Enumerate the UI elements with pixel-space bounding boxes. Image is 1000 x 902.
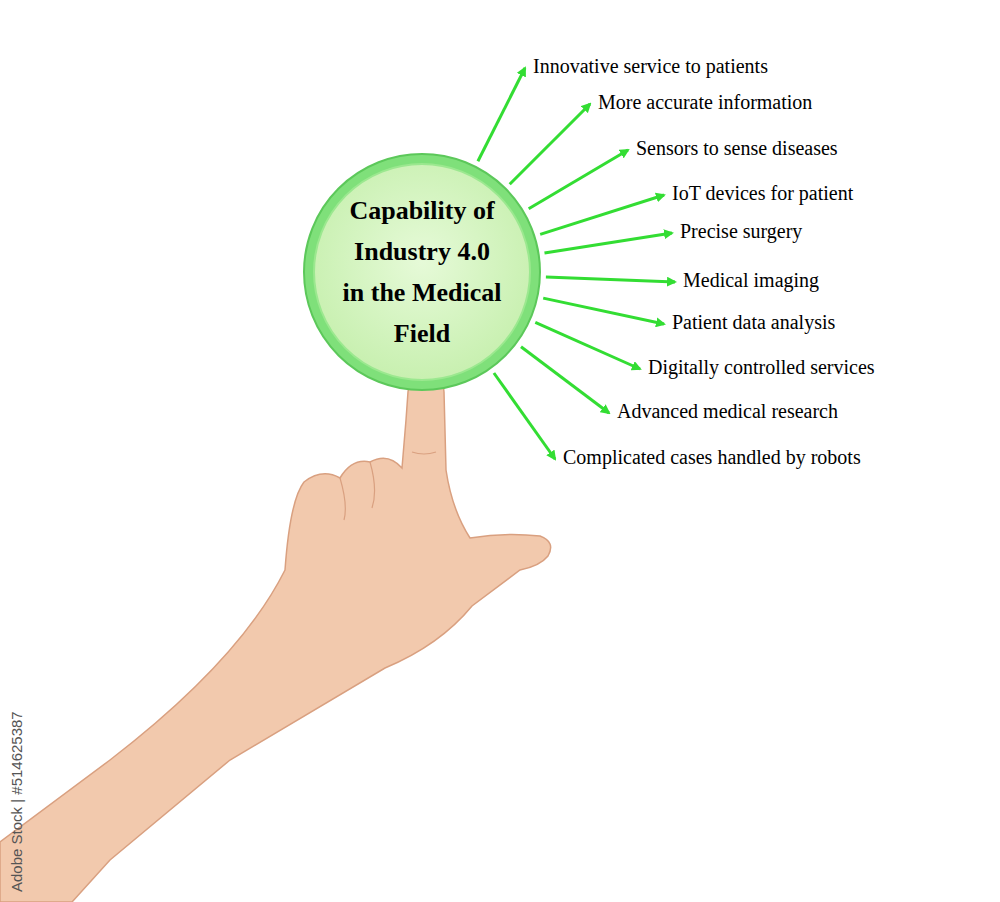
capability-item: Medical imaging <box>683 268 819 292</box>
green-arrow <box>529 150 628 209</box>
green-arrow <box>540 195 664 234</box>
capability-item: Precise surgery <box>680 219 802 243</box>
finger-crease <box>412 452 436 454</box>
item-label: Sensors to sense diseases <box>636 136 838 160</box>
knuckle-line <box>340 462 375 520</box>
item-label: More accurate information <box>598 90 812 114</box>
item-label: IoT devices for patient <box>672 181 853 205</box>
item-label: Complicated cases handled by robots <box>563 445 861 469</box>
capability-item: Digitally controlled services <box>648 355 875 379</box>
capability-item: Advanced medical research <box>617 399 838 423</box>
capability-item: Innovative service to patients <box>533 54 768 78</box>
capability-item: More accurate information <box>598 90 812 114</box>
item-label: Precise surgery <box>680 219 802 243</box>
center-circle: Capability of Industry 4.0 in the Medica… <box>302 152 542 392</box>
green-arrow <box>535 322 640 369</box>
item-label: Patient data analysis <box>672 310 835 334</box>
green-arrow <box>545 233 673 253</box>
green-arrow <box>546 277 675 282</box>
capability-item: Complicated cases handled by robots <box>563 445 861 469</box>
green-arrow <box>478 68 525 161</box>
item-label: Digitally controlled services <box>648 355 875 379</box>
item-label: Innovative service to patients <box>533 54 768 78</box>
capability-item: IoT devices for patient <box>672 181 853 205</box>
capability-item: Sensors to sense diseases <box>636 136 838 160</box>
circle-outline <box>302 152 542 392</box>
capability-item: Patient data analysis <box>672 310 835 334</box>
green-arrow <box>543 298 664 324</box>
circle-title: Capability of Industry 4.0 in the Medica… <box>341 190 503 354</box>
green-arrow <box>510 104 590 184</box>
watermark-text: Adobe Stock | #514625387 <box>8 711 25 892</box>
item-label: Medical imaging <box>683 268 819 292</box>
item-label: Advanced medical research <box>617 399 838 423</box>
green-arrow <box>521 347 609 413</box>
green-arrow <box>494 373 555 459</box>
hand-shape <box>0 364 551 902</box>
